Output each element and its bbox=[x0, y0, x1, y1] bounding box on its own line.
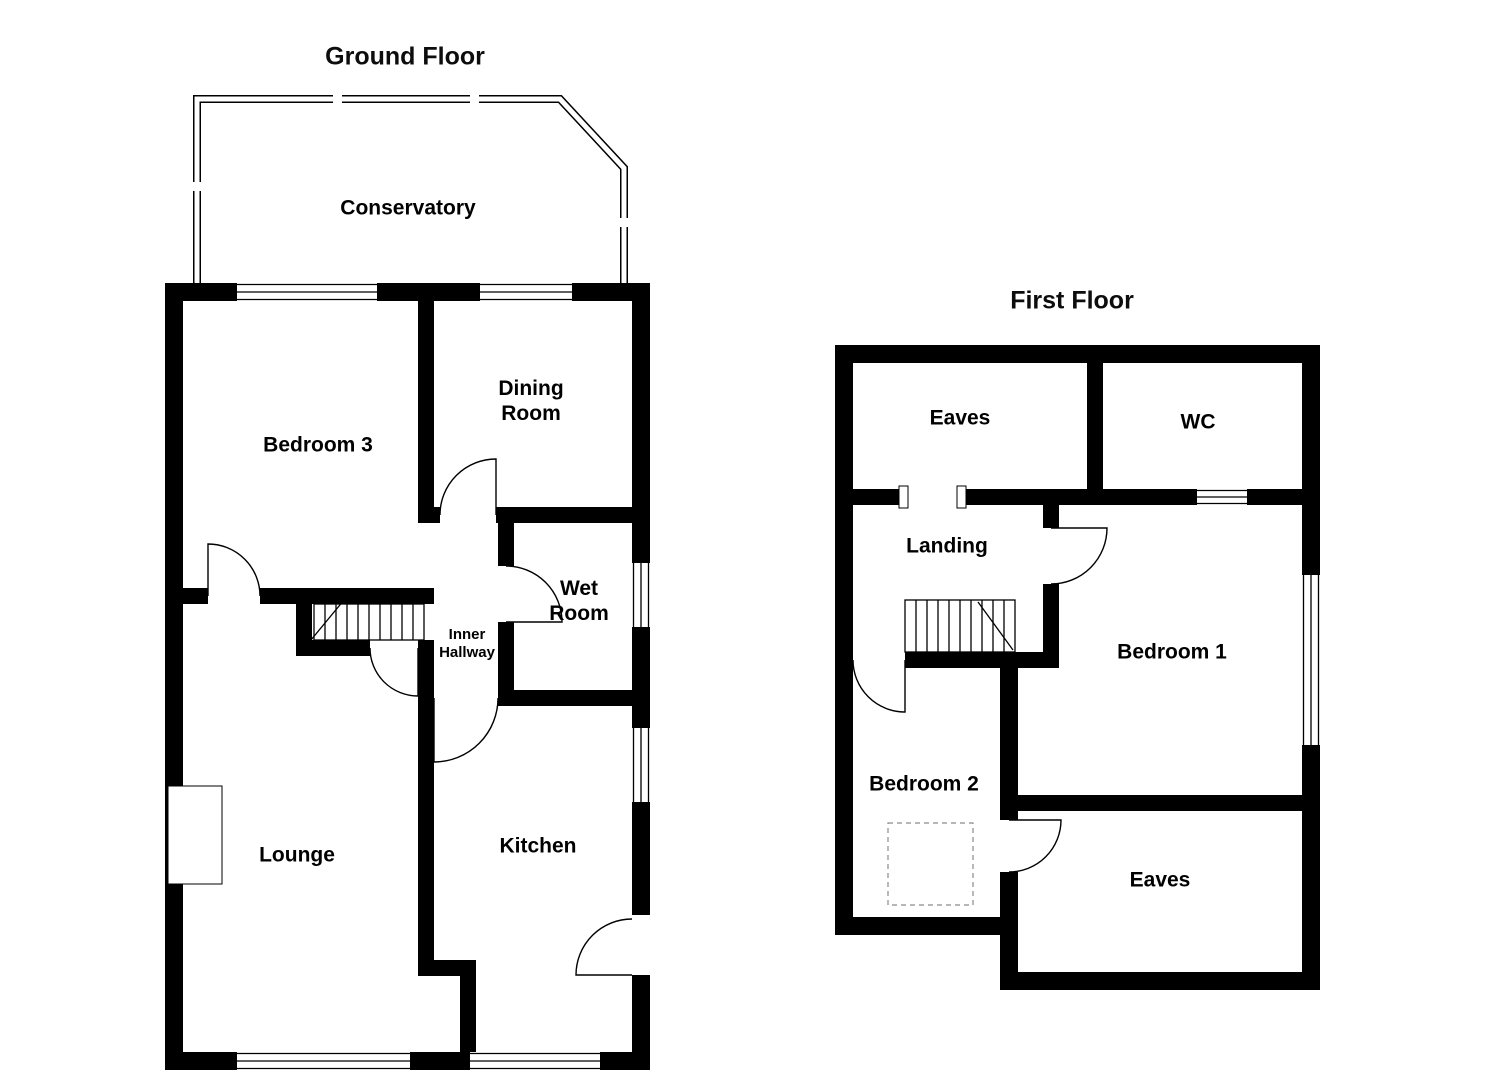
lounge-recess bbox=[167, 785, 223, 885]
bedroom2-door-arc bbox=[852, 659, 906, 713]
dining-door-arc bbox=[439, 458, 497, 516]
label-eaves-bottom: Eaves bbox=[1129, 868, 1191, 892]
label-bedroom3: Bedroom 3 bbox=[263, 433, 373, 457]
window bbox=[237, 1052, 410, 1070]
kitchen-exterior-door bbox=[575, 915, 650, 976]
kitchen-door-arc bbox=[433, 697, 499, 763]
ground-floor-stairs bbox=[305, 599, 425, 647]
label-bedroom1: Bedroom 1 bbox=[1117, 640, 1227, 664]
label-bedroom2: Bedroom 2 bbox=[869, 772, 979, 796]
first-floor-doors bbox=[852, 527, 1108, 873]
first-floor-windows bbox=[898, 485, 1320, 745]
ground-floor-title: Ground Floor bbox=[325, 42, 485, 71]
lounge-door-arc bbox=[369, 647, 419, 697]
bedroom2-dashed-area bbox=[887, 822, 974, 906]
ground-floor-windows bbox=[237, 283, 650, 1070]
window bbox=[237, 283, 377, 301]
wc-opening bbox=[1197, 489, 1247, 505]
window bbox=[632, 728, 650, 802]
first-floor-walls bbox=[835, 345, 1320, 990]
label-eaves-top: Eaves bbox=[929, 406, 991, 430]
window bbox=[1302, 575, 1320, 745]
ground-floor-plan bbox=[165, 92, 650, 1070]
wetroom-door-arc bbox=[505, 565, 563, 623]
label-dining-room: Dining Room bbox=[498, 376, 564, 425]
label-landing: Landing bbox=[906, 534, 988, 558]
label-inner-hallway: Inner Hallway bbox=[439, 626, 495, 661]
bedroom1-door-arc bbox=[1050, 527, 1108, 585]
label-kitchen: Kitchen bbox=[499, 834, 577, 858]
window bbox=[470, 1052, 600, 1070]
conservatory-outline bbox=[191, 92, 630, 285]
ground-floor-doors bbox=[207, 458, 650, 976]
ground-floor-walls bbox=[165, 283, 650, 1070]
label-wet-room: Wet Room bbox=[549, 576, 609, 625]
eaves-opening-jambs bbox=[898, 485, 967, 509]
window bbox=[632, 563, 650, 627]
eaves-door-arc bbox=[1008, 819, 1062, 873]
first-floor-title: First Floor bbox=[1010, 286, 1134, 315]
first-floor-plan bbox=[835, 345, 1320, 990]
label-wc: WC bbox=[1180, 410, 1216, 434]
window bbox=[480, 283, 572, 301]
label-lounge: Lounge bbox=[259, 843, 335, 867]
bedroom3-door-arc bbox=[207, 543, 261, 597]
first-floor-stairs bbox=[904, 599, 1016, 653]
label-conservatory: Conservatory bbox=[340, 196, 476, 220]
